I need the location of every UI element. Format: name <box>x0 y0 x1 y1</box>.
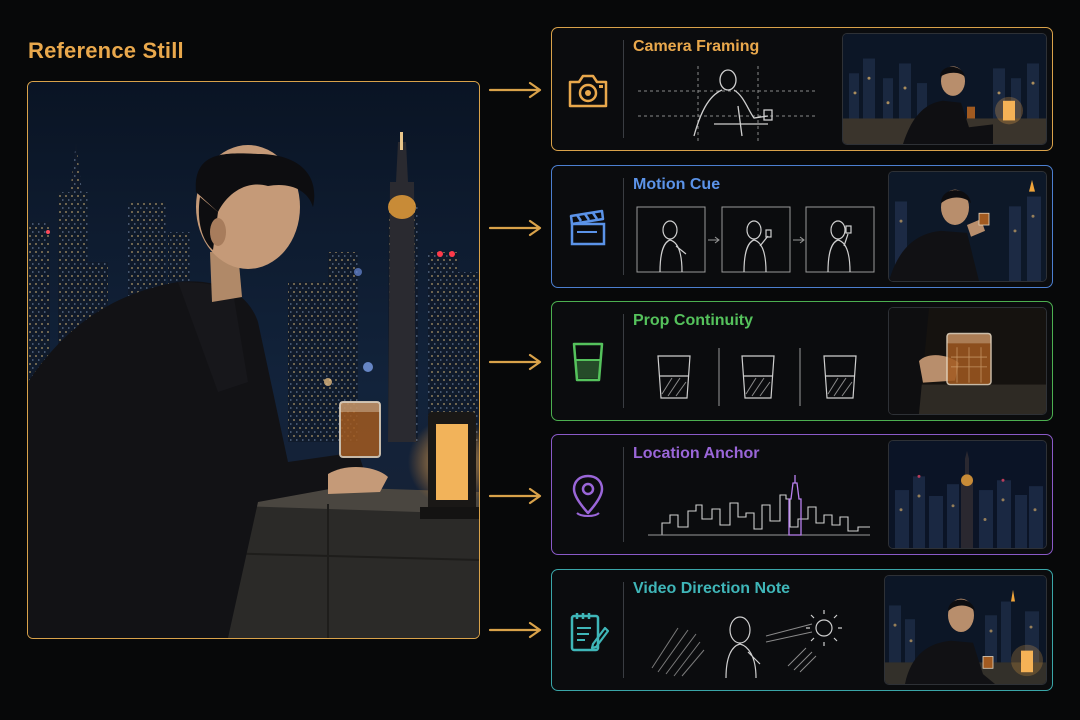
camera-framing-thumbnail <box>842 33 1047 145</box>
prop-continuity-thumbnail <box>888 307 1047 415</box>
prop-continuity-card: Prop Continuity <box>551 301 1053 421</box>
motion-cue-thumbnail <box>888 171 1047 282</box>
arrow-right-icon <box>488 487 542 505</box>
arrow-right-icon <box>488 219 542 237</box>
notepad-pencil-icon <box>564 608 612 656</box>
video-direction-note-card: Video Direction Note <box>551 569 1053 691</box>
arrow-right-icon <box>488 81 542 99</box>
card-title: Video Direction Note <box>633 580 791 597</box>
reference-still-image <box>27 81 480 639</box>
motion-cue-card: Motion Cue <box>551 165 1053 288</box>
card-title: Camera Framing <box>633 38 760 55</box>
skyline-sketch <box>648 475 870 536</box>
card-title: Prop Continuity <box>633 312 753 329</box>
card-title: Motion Cue <box>633 176 721 193</box>
video-direction-note-thumbnail <box>884 575 1047 685</box>
clapperboard-icon <box>564 204 612 252</box>
arrow-right-icon <box>488 621 542 639</box>
location-anchor-card: Location Anchor <box>551 434 1053 555</box>
card-title: Location Anchor <box>633 445 760 462</box>
camera-icon <box>564 66 612 114</box>
reference-title: Reference Still <box>28 38 184 63</box>
camera-framing-card: Camera Framing <box>551 27 1053 151</box>
glass-icon <box>564 338 612 386</box>
glass-continuity-sketch <box>657 348 857 406</box>
motion-sequence-sketch <box>636 206 875 273</box>
direction-note-sketch <box>651 610 842 679</box>
framing-sketch <box>638 66 818 142</box>
map-pin-icon <box>564 472 612 520</box>
arrow-right-icon <box>488 353 542 371</box>
location-anchor-thumbnail <box>888 440 1047 549</box>
